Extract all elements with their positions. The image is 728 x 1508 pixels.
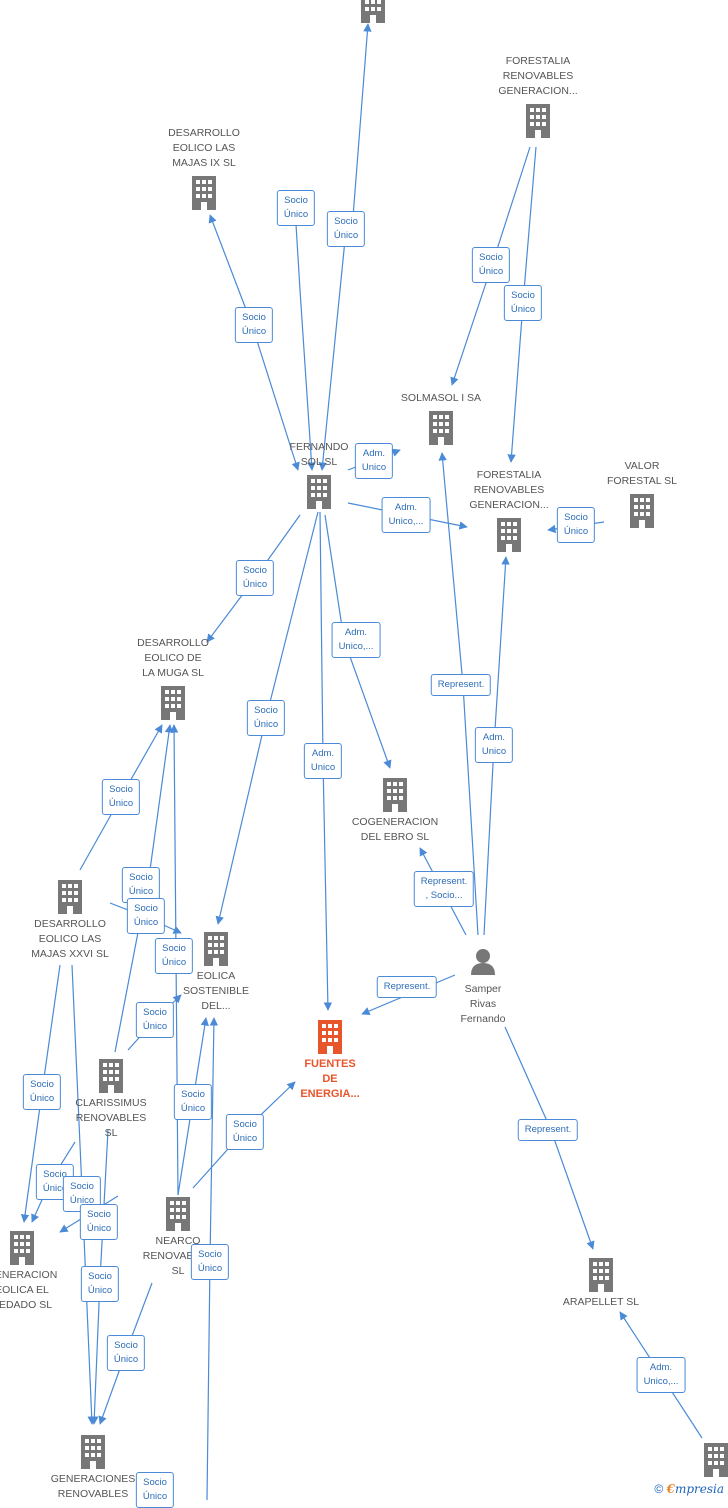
- building-icon[interactable]: [524, 104, 552, 138]
- node-label-arapellet[interactable]: ARAPELLET SL: [562, 1296, 640, 1308]
- edge-label[interactable]: Socio Único: [556, 507, 596, 543]
- edge-line: [294, 207, 316, 471]
- edge-label[interactable]: Socio Único: [80, 1266, 120, 1302]
- node-label-genEolica[interactable]: GENERACION EOLICA EL VEDADO SL: [0, 1269, 58, 1311]
- edge-label[interactable]: Represent.: [376, 976, 438, 998]
- building-icon[interactable]: [305, 475, 333, 509]
- empresia-logo: €mpresia: [666, 1482, 724, 1496]
- edge-line: [351, 23, 372, 231]
- building-icon[interactable]: [587, 1258, 615, 1292]
- edge-label[interactable]: Adm. Unico,...: [331, 622, 381, 658]
- edge-label[interactable]: Socio Único: [154, 938, 194, 974]
- edge-label[interactable]: Socio Único: [276, 190, 316, 226]
- building-icon[interactable]: [159, 686, 187, 720]
- edge-label[interactable]: Adm. Unico: [303, 743, 343, 779]
- node-label-majas9[interactable]: DESARROLLO EOLICO LAS MAJAS IX SL: [168, 127, 240, 169]
- building-icon[interactable]: [381, 778, 409, 812]
- building-icon[interactable]: [702, 1443, 728, 1477]
- edge-label[interactable]: Socio Único: [22, 1074, 62, 1110]
- edge-label[interactable]: Socio Único: [225, 1114, 265, 1150]
- node-label-samper[interactable]: Samper Rivas Fernando: [460, 983, 506, 1025]
- edge-label[interactable]: Socio Único: [234, 307, 274, 343]
- edge-label[interactable]: Adm. Unico,...: [381, 497, 431, 533]
- node-label-valor[interactable]: VALOR FORESTAL SL: [606, 460, 678, 487]
- edge-label[interactable]: Adm. Unico: [354, 443, 394, 479]
- building-icon[interactable]: [495, 518, 523, 552]
- node-label-forestalia1[interactable]: FORESTALIA RENOVABLES GENERACION...: [498, 55, 578, 97]
- node-label-majas16[interactable]: DESARROLLO EOLICO LAS MAJAS XXVI SL: [31, 918, 109, 960]
- building-icon[interactable]: [359, 0, 387, 23]
- node-label-clarissimus[interactable]: CLARISSIMUS RENOVABLES SL: [75, 1097, 147, 1139]
- edge-label[interactable]: Socio Único: [471, 247, 511, 283]
- edge-line: [318, 229, 347, 471]
- building-icon[interactable]: [56, 880, 84, 914]
- edge-label[interactable]: Socio Único: [246, 700, 286, 736]
- edge-label[interactable]: Socio Único: [135, 1002, 175, 1038]
- node-label-forestalia2[interactable]: FORESTALIA RENOVABLES GENERACION...: [469, 469, 549, 511]
- node-label-fuentes[interactable]: FUENTES DE ENERGIA...: [300, 1058, 360, 1100]
- building-icon[interactable]: [164, 1197, 192, 1231]
- building-icon[interactable]: [190, 176, 218, 210]
- edge-label[interactable]: Socio Único: [135, 1472, 175, 1508]
- edge-label[interactable]: Socio Único: [173, 1084, 213, 1120]
- building-icon[interactable]: [427, 411, 455, 445]
- edge-label[interactable]: Socio Único: [126, 898, 166, 934]
- edge-label[interactable]: Socio Único: [79, 1204, 119, 1240]
- edge-label[interactable]: Socio Único: [503, 285, 543, 321]
- edge-label[interactable]: Adm. Unico,...: [636, 1357, 686, 1393]
- edge-line: [251, 324, 300, 471]
- edge-label[interactable]: Socio Único: [121, 867, 161, 903]
- copyright-symbol: ©: [654, 1482, 664, 1496]
- building-icon[interactable]: [8, 1231, 36, 1265]
- person-icon[interactable]: [469, 945, 497, 979]
- building-icon[interactable]: [628, 494, 656, 528]
- edge-label[interactable]: Represent.: [430, 674, 492, 696]
- edge-label[interactable]: Socio Único: [190, 1244, 230, 1280]
- node-label-generaciones[interactable]: GENERACIONES RENOVABLES: [50, 1473, 136, 1500]
- edge-label[interactable]: Socio Único: [101, 779, 141, 815]
- building-icon[interactable]: [316, 1020, 344, 1054]
- empresia-watermark: © €mpresia: [654, 1482, 724, 1496]
- node-label-eolica[interactable]: EOLICA SOSTENIBLE DEL...: [183, 970, 249, 1012]
- node-label-cogen[interactable]: COGENERACION DEL EBRO SL: [351, 816, 439, 843]
- edge-label[interactable]: Socio Único: [235, 560, 275, 596]
- node-label-fernando[interactable]: FERNANDO SOL SL: [289, 441, 349, 468]
- building-icon[interactable]: [79, 1435, 107, 1469]
- edge-label[interactable]: Socio Único: [326, 211, 366, 247]
- edge-line: [208, 214, 253, 326]
- edge-label[interactable]: Adm. Unico: [474, 727, 514, 763]
- edge-label[interactable]: Represent.: [517, 1119, 579, 1141]
- building-icon[interactable]: [97, 1059, 125, 1093]
- node-label-muga[interactable]: DESARROLLO EOLICO DE LA MUGA SL: [137, 637, 209, 679]
- building-icon[interactable]: [202, 932, 230, 966]
- node-label-solmasol[interactable]: SOLMASOL I SA: [400, 392, 482, 404]
- edge-label[interactable]: Socio Único: [106, 1335, 146, 1371]
- edge-label[interactable]: Represent. , Socio...: [413, 871, 475, 907]
